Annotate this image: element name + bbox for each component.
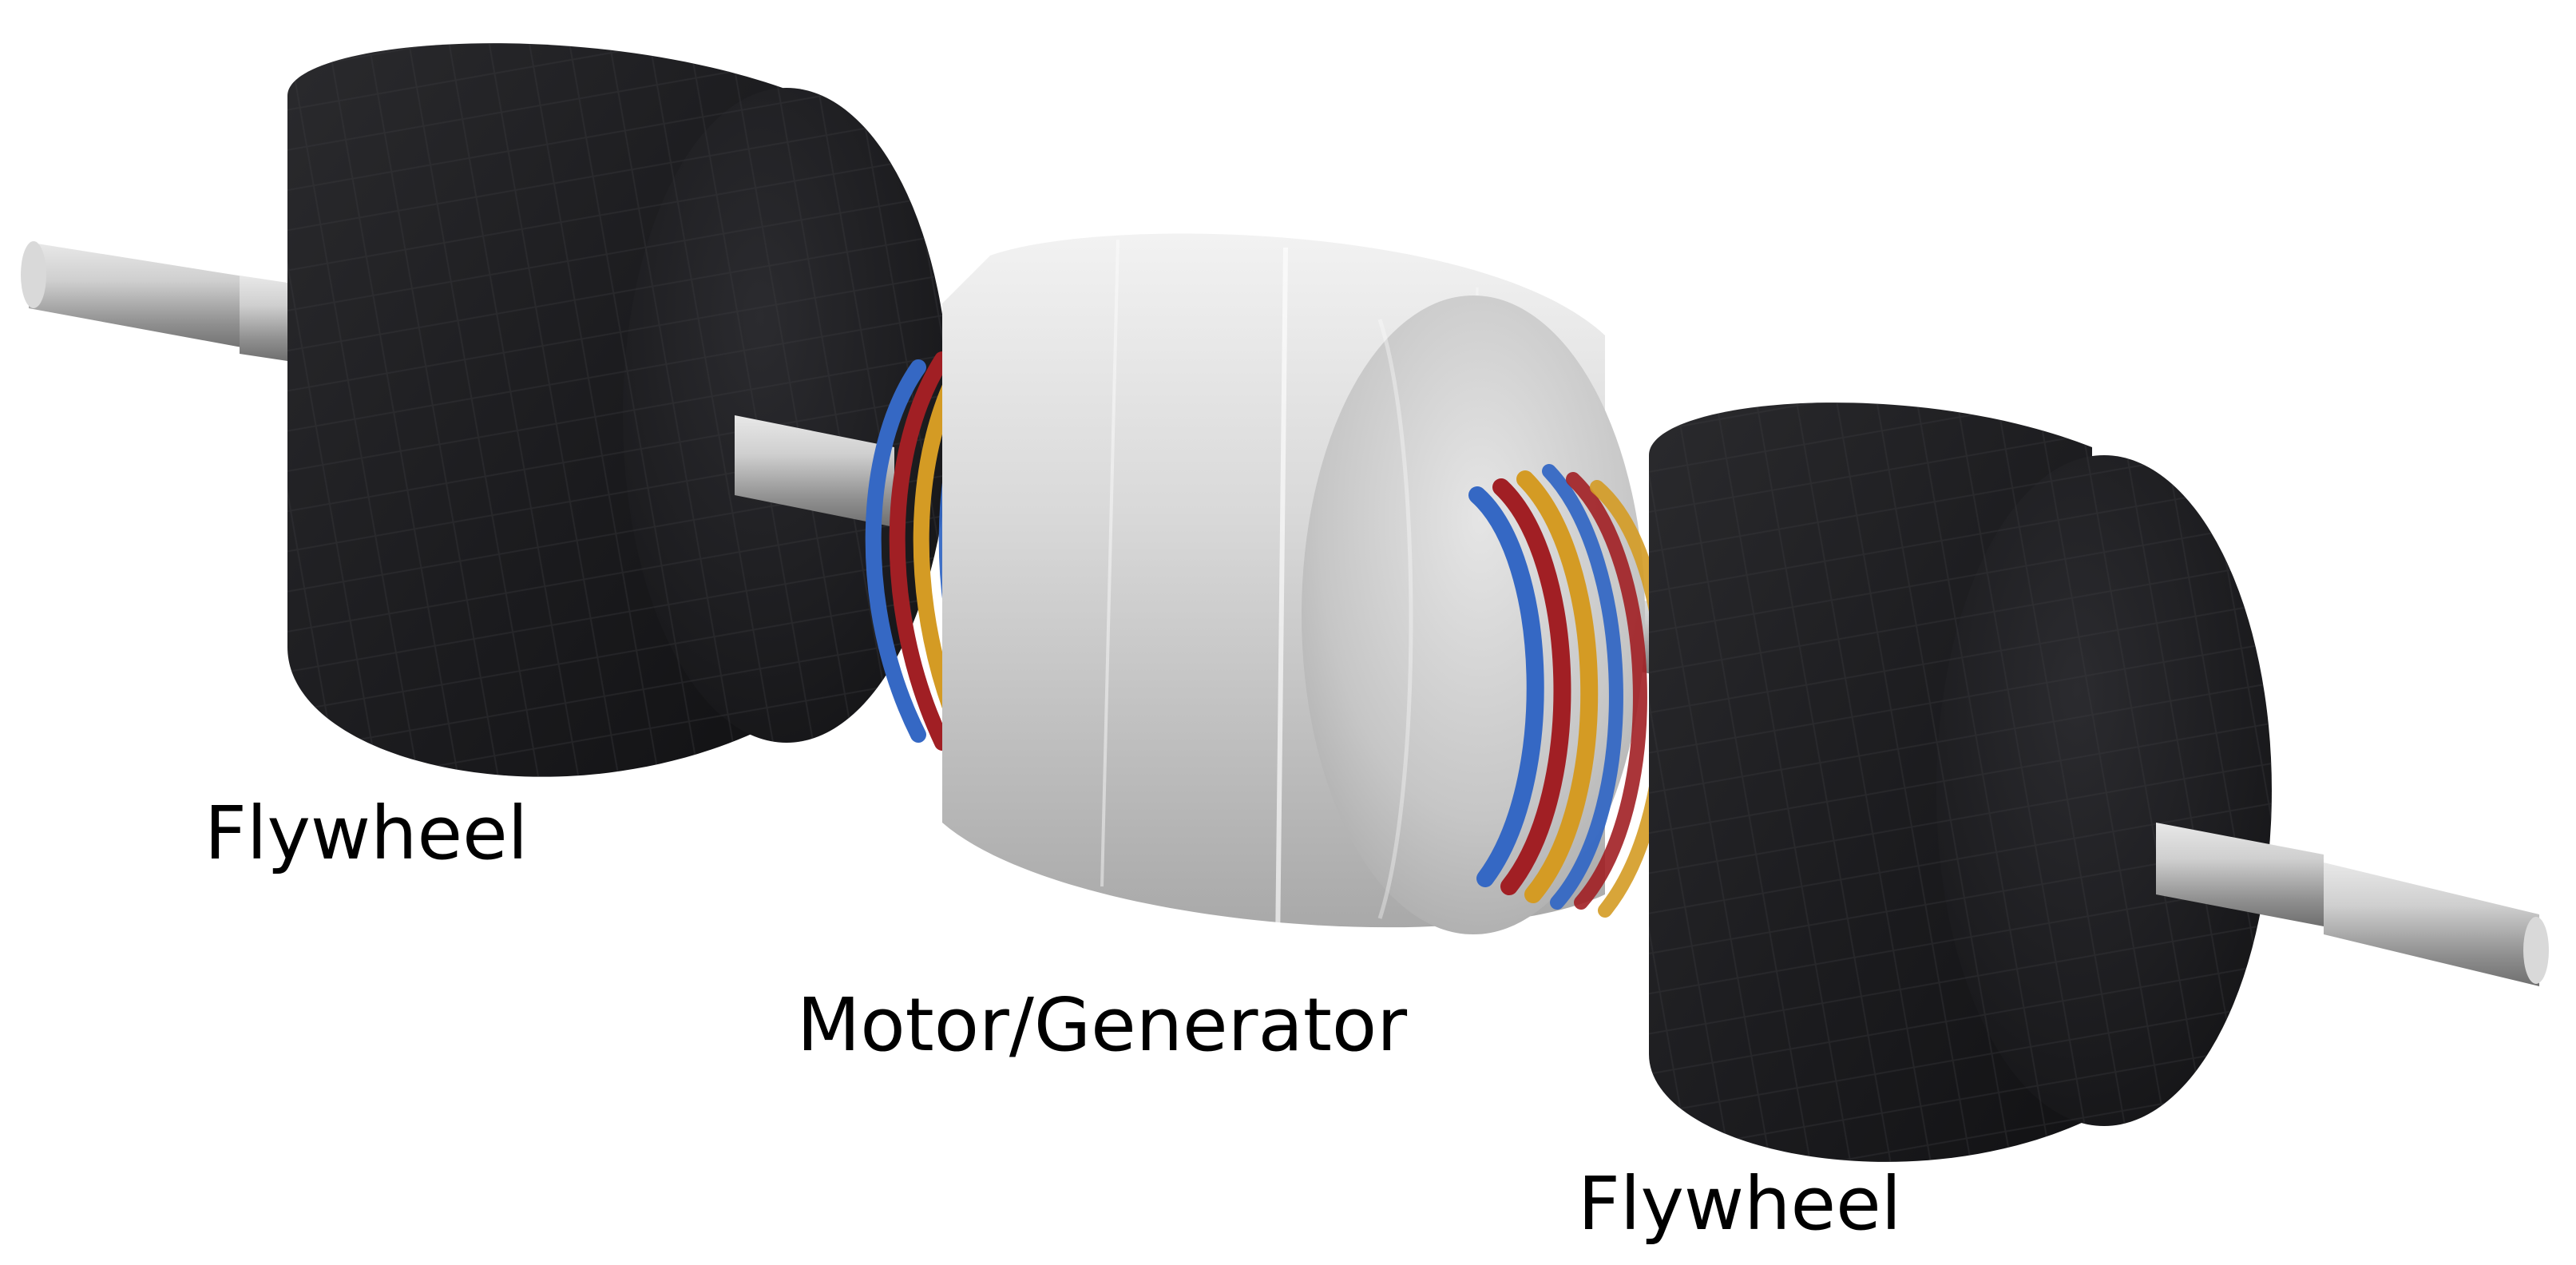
left-outer-shaft [21, 241, 287, 361]
flywheel-right-label: Flywheel [1578, 1161, 1902, 1247]
right-flywheel [1649, 402, 2272, 1162]
right-outer-shaft [2156, 823, 2549, 986]
motor-generator-label: Motor/Generator [797, 982, 1408, 1068]
flywheel-left-label: Flywheel [204, 791, 529, 876]
left-flywheel [287, 43, 950, 777]
motor-generator [942, 233, 1645, 947]
